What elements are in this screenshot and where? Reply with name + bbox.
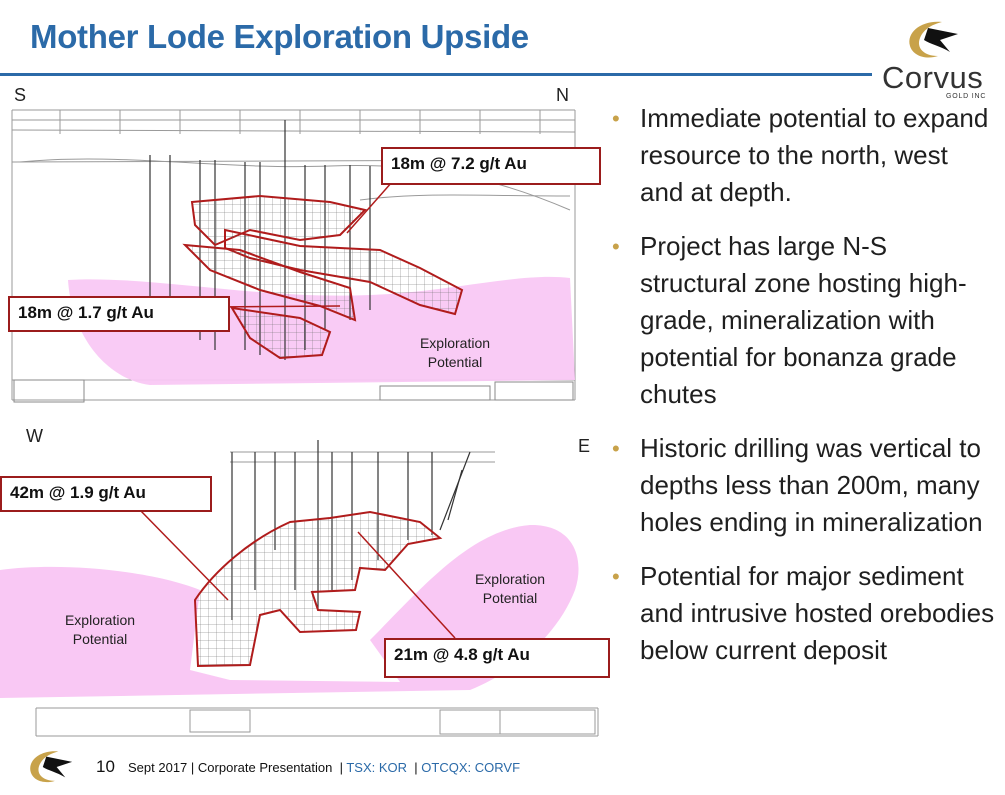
footer-separator: | [339, 760, 343, 775]
ns-callout-leaders [209, 181, 393, 308]
bullet-text: Potential for major sediment and intrusi… [640, 561, 995, 665]
bullet-dot-icon: • [612, 564, 620, 589]
bullet-text: Historic drilling was vertical to depths… [640, 433, 983, 537]
direction-north: N [556, 85, 569, 105]
ew-drawing-frame [35, 451, 599, 737]
corvus-raven-logo-icon [909, 21, 958, 58]
callout-ns-upper-intercept: 18m @ 7.2 g/t Au [381, 147, 601, 185]
direction-east: E [578, 436, 591, 456]
footer-text: Sept 2017 | Corporate Presentation | TSX… [128, 760, 520, 775]
bullet-item: • Historic drilling was vertical to depth… [612, 430, 997, 541]
footer-date: Sept 2017 [128, 760, 188, 775]
footer-separator: | [190, 760, 195, 775]
bullet-item: • Potential for major sediment and intrus… [612, 558, 997, 669]
slide-title: Mother Lode Exploration Upside [30, 18, 529, 55]
footer-separator: | [414, 760, 418, 775]
direction-west: W [26, 426, 43, 446]
ew-callout-leaders [137, 507, 456, 639]
ns-exploration-potential-label: Exploration Potential [405, 334, 505, 372]
ep-line-1: Exploration [474, 571, 546, 587]
key-points-list: • Immediate potential to expand resource … [612, 100, 997, 686]
bullet-dot-icon: • [612, 106, 620, 131]
slide-footer: 10 Sept 2017 | Corporate Presentation | … [0, 748, 620, 788]
ep-line-2: Potential [72, 631, 128, 647]
footer-tsx-ticker: TSX: KOR [346, 760, 408, 775]
ns-mineralized-zones [182, 194, 464, 360]
ew-mineralized-zones [193, 510, 443, 668]
bullet-dot-icon: • [612, 436, 620, 461]
corvus-footer-logo-icon [30, 751, 73, 783]
ep-line-2: Potential [427, 354, 483, 370]
ep-line-1: Exploration [64, 612, 136, 628]
bullet-item: • Project has large N-S structural zone h… [612, 228, 997, 413]
title-underline [0, 73, 872, 76]
page-number: 10 [96, 757, 115, 776]
callout-ew-lower-intercept: 21m @ 4.8 g/t Au [384, 638, 610, 678]
bullet-text: Project has large N-S structural zone ho… [640, 231, 967, 409]
bullet-dot-icon: • [612, 234, 620, 259]
footer-otcqx-ticker: OTCQX: CORVF [421, 760, 521, 775]
ep-line-2: Potential [482, 590, 538, 606]
ew-exploration-potential-left-label: Exploration Potential [50, 611, 150, 649]
callout-ew-upper-intercept: 42m @ 1.9 g/t Au [0, 476, 212, 512]
logo-subtitle: GOLD INC [946, 93, 987, 100]
ew-exploration-potential-right-label: Exploration Potential [460, 570, 560, 608]
logo-wordmark: Corvus [882, 60, 984, 95]
ep-line-1: Exploration [419, 335, 491, 351]
callout-ns-lower-intercept: 18m @ 1.7 g/t Au [8, 296, 230, 332]
direction-south: S [14, 85, 27, 105]
ns-title-block [13, 379, 574, 403]
bullet-text: Immediate potential to expand resource t… [640, 103, 989, 207]
bullet-item: • Immediate potential to expand resource … [612, 100, 997, 211]
footer-doc-name: Corporate Presentation [197, 760, 333, 775]
